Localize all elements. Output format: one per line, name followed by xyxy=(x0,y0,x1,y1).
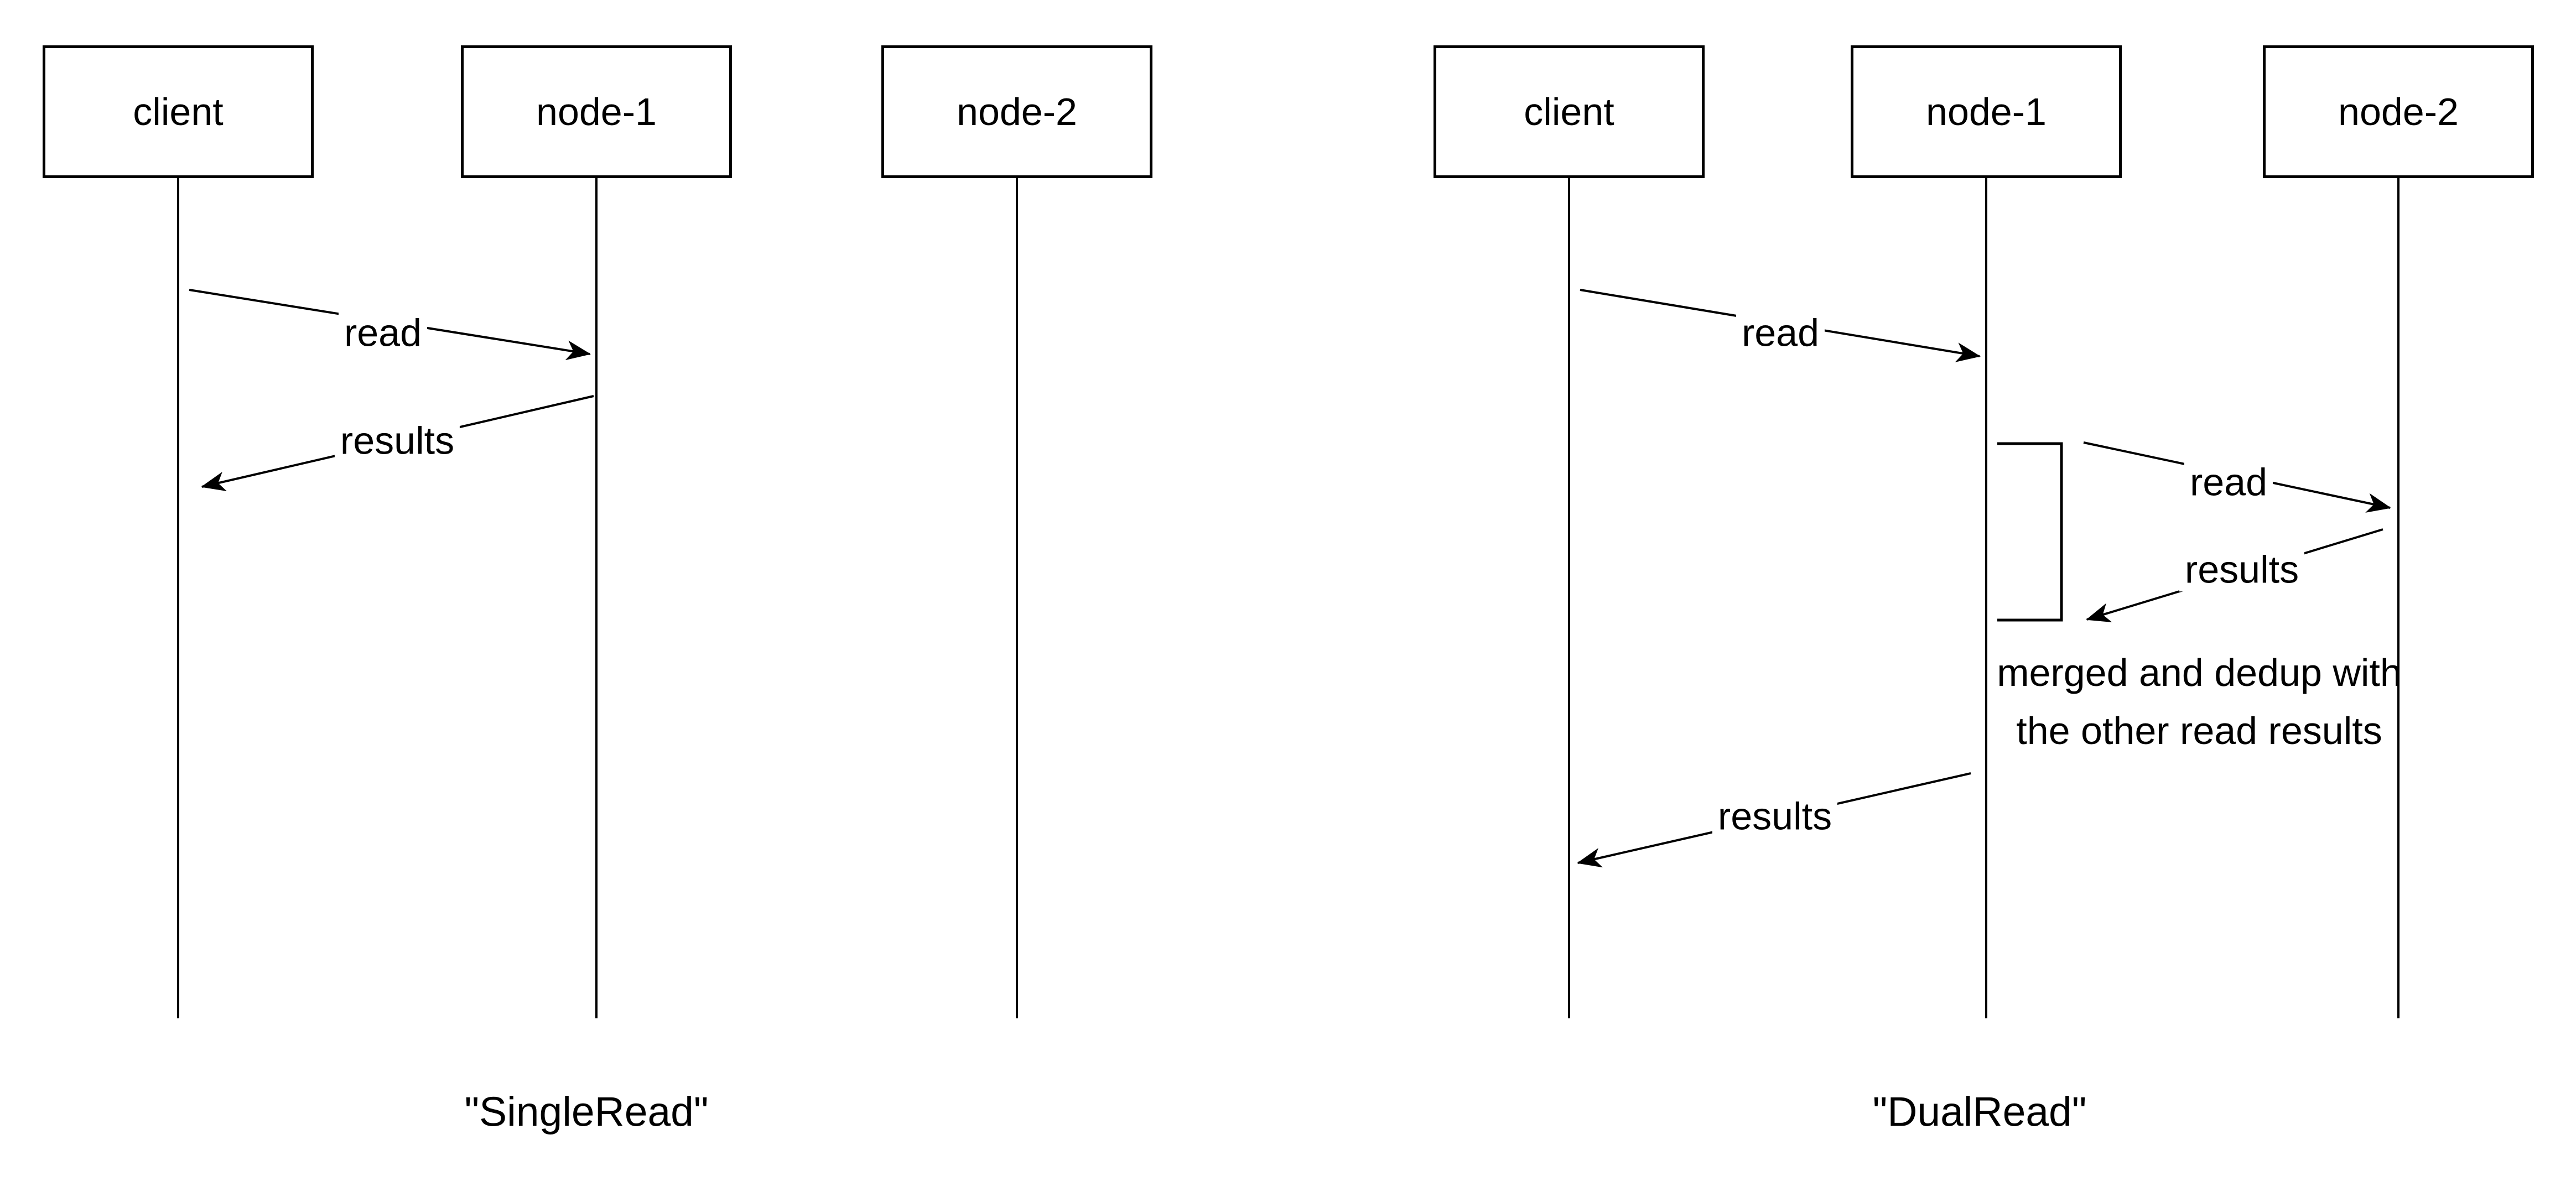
caption-singleread: "SingleRead" xyxy=(464,1088,709,1135)
message-label-read: read xyxy=(1736,311,1825,355)
actor-label-node-2: node-2 xyxy=(957,90,1077,133)
annotation-merged-dedup: merged and dedup with the other read res… xyxy=(1997,644,2402,760)
actor-box-singleread-node-2: node-2 xyxy=(881,45,1152,178)
message-label-results: results xyxy=(2179,548,2305,591)
processing-bracket-node1 xyxy=(1997,442,2063,622)
actor-label-node-1: node-1 xyxy=(536,90,657,133)
actor-box-singleread-node-1: node-1 xyxy=(461,45,732,178)
actor-box-singleread-client: client xyxy=(43,45,314,178)
actor-label-client: client xyxy=(1524,90,1614,133)
message-label-read: read xyxy=(2184,461,2273,504)
actor-label-node-2: node-2 xyxy=(2338,90,2459,133)
message-label-results: results xyxy=(1712,795,1838,838)
actor-label-node-1: node-1 xyxy=(1926,90,2047,133)
message-label-results: results xyxy=(334,419,460,462)
caption-dualread: "DualRead" xyxy=(1872,1088,2087,1135)
annotation-line-1: merged and dedup with xyxy=(1997,651,2402,694)
annotation-line-2: the other read results xyxy=(2016,709,2382,752)
actor-box-dualread-node-1: node-1 xyxy=(1851,45,2122,178)
actor-label-client: client xyxy=(133,90,224,133)
actor-box-dualread-node-2: node-2 xyxy=(2263,45,2534,178)
message-label-read: read xyxy=(338,311,428,355)
actor-box-dualread-client: client xyxy=(1434,45,1705,178)
